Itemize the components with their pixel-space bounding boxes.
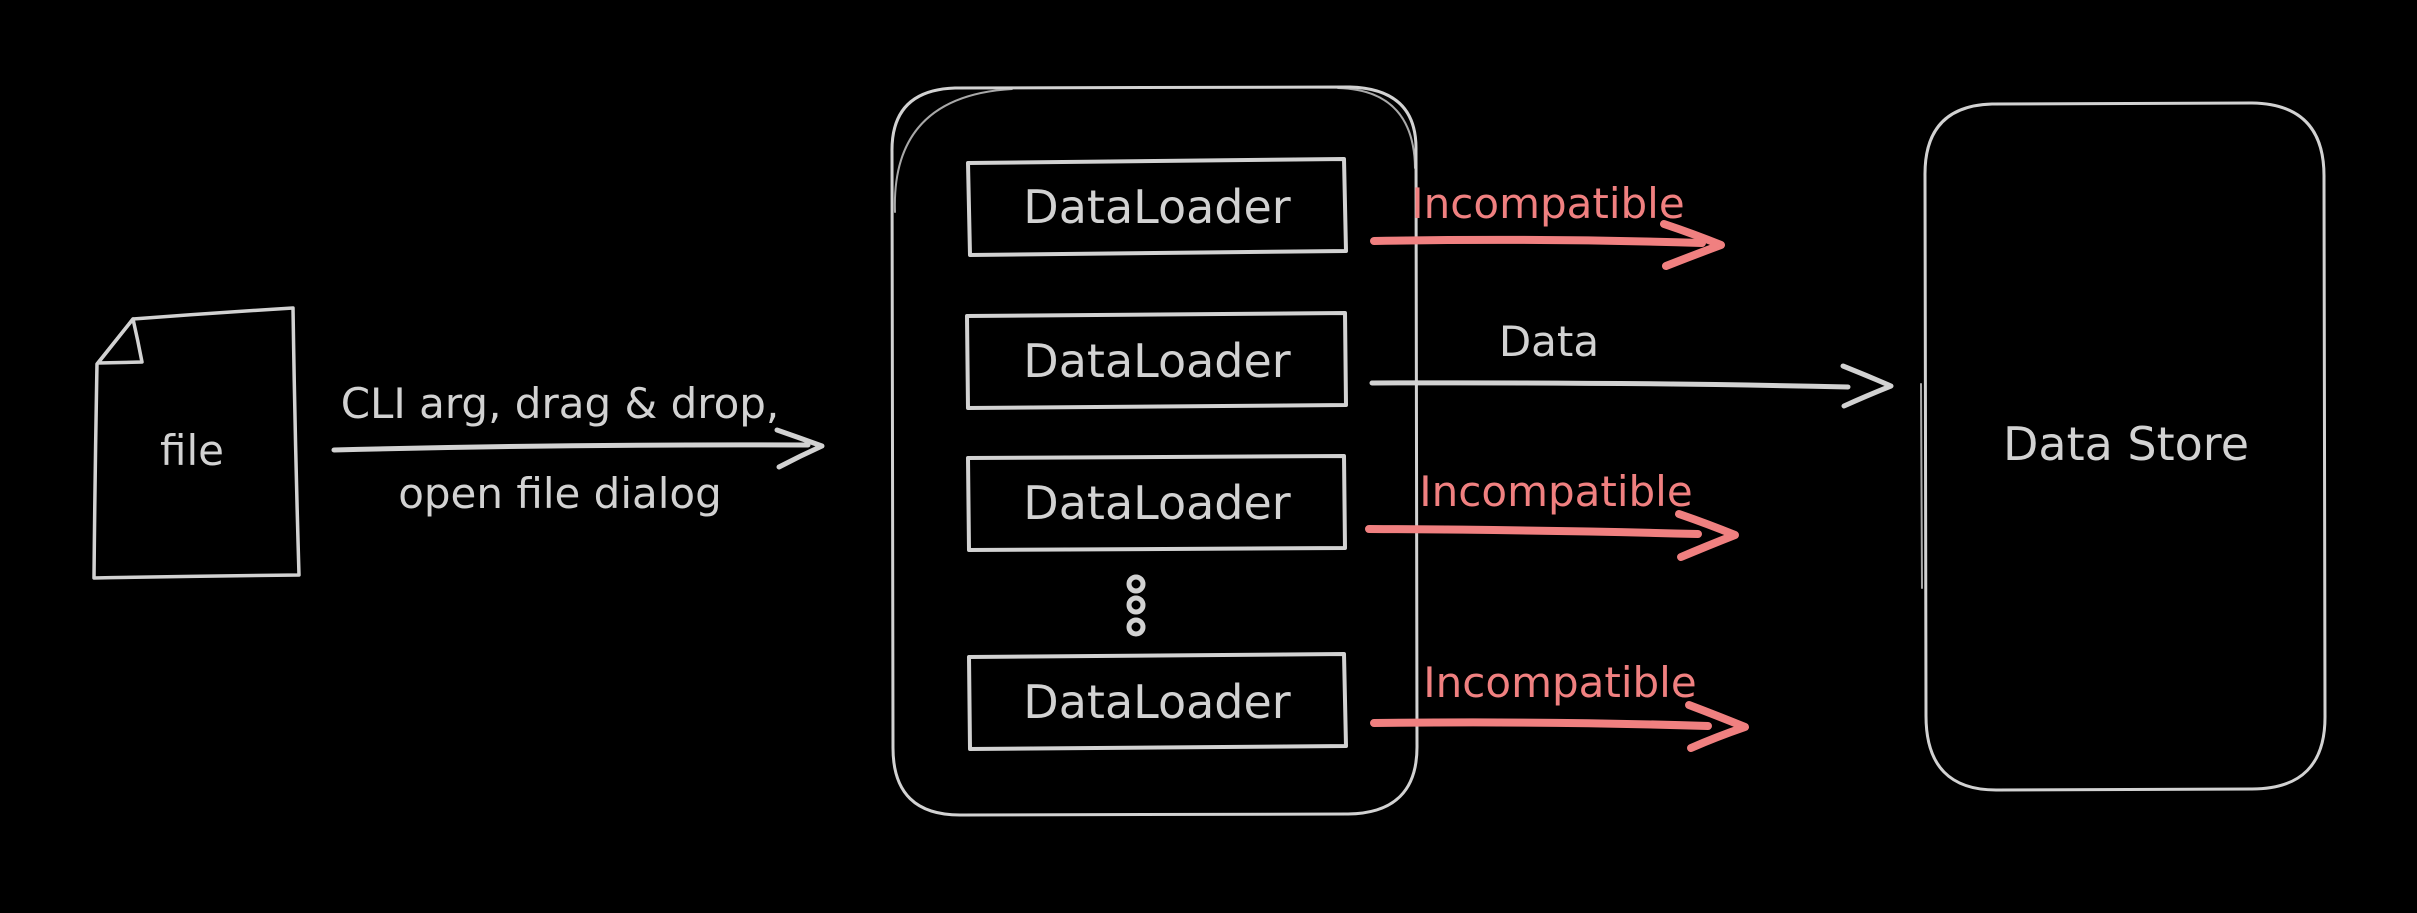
loader-container-outline [890,85,1419,817]
file-icon [92,306,301,580]
flow-arrow-2-head [1840,363,1894,409]
flow-label-incompatible-3: Incompatible [1423,658,1696,707]
flow-label-incompatible-2: Incompatible [1419,467,1692,516]
dataloader-box-1 [966,157,1348,257]
flow-label-incompatible-1: Incompatible [1411,179,1684,228]
dataloader-box-4 [967,652,1348,751]
data-store-box [1920,101,2327,792]
dataloader-box-3 [966,454,1347,552]
data-store-outline [1923,101,2327,792]
input-arrow [331,427,825,470]
file-folded-corner [96,317,144,365]
loader-container [890,85,1419,817]
flow-arrow-data [1369,363,1894,409]
flow-arrow-4-head [1685,701,1749,752]
dataloader-label-1: DataLoader [1023,180,1290,234]
flow-arrow-3-shaft [1365,525,1702,538]
input-arrow-caption-bottom: open file dialog [398,469,722,518]
flow-arrow-incompatible-2 [1365,510,1739,561]
input-arrow-head [774,427,825,470]
loader-container-sketch-stroke-topright [1337,87,1416,169]
flow-arrow-2-shaft [1369,380,1851,390]
data-store-sketch-stroke-left [1920,383,1923,589]
input-arrow-shaft [331,442,811,453]
file-label: file [160,426,224,475]
dataloader-label-4: DataLoader [1023,675,1290,729]
input-arrow-caption-top: CLI arg, drag & drop, [341,379,780,428]
flow-arrow-1-shaft [1370,235,1706,247]
flow-arrow-4-shaft [1370,718,1712,730]
dataloader-label-3: DataLoader [1023,476,1290,530]
flow-arrow-incompatible-3 [1370,701,1749,752]
flow-arrow-3-head [1675,510,1739,561]
dataloader-box-2 [965,311,1348,410]
data-store-label: Data Store [2003,417,2249,471]
flow-arrow-1-head [1660,220,1725,270]
flow-arrow-incompatible-1 [1370,220,1725,270]
flow-label-data: Data [1499,317,1599,366]
vertical-ellipsis-icon [1126,574,1146,637]
dataloader-label-2: DataLoader [1023,334,1290,388]
file-page-outline [92,306,301,580]
loader-container-sketch-stroke-topleft [893,88,1013,213]
